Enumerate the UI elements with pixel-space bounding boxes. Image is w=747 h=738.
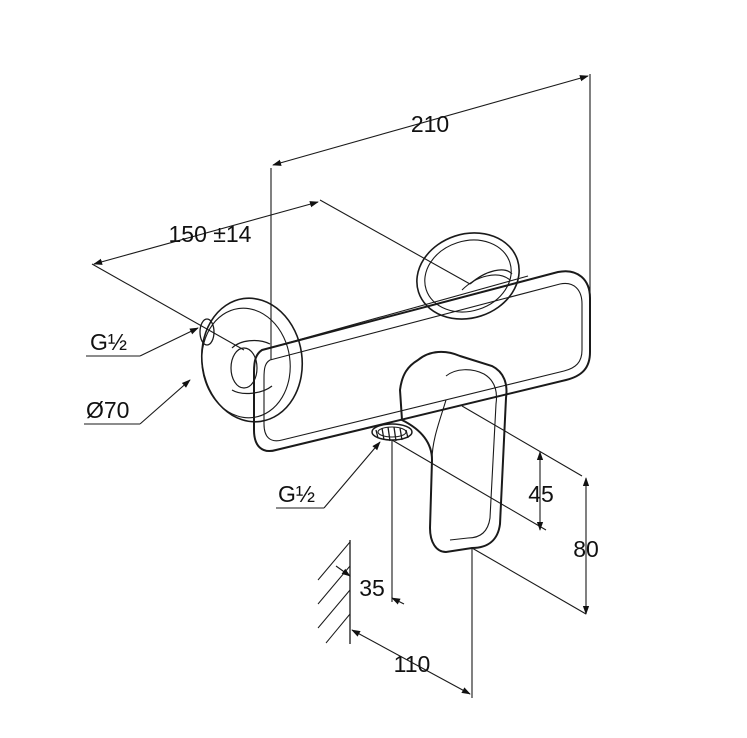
dimension-150: 150 ±14: [91, 199, 471, 351]
left-wall-rosette: [199, 297, 304, 423]
dimension-80: 80: [471, 477, 599, 615]
label-thread-left: G½: [90, 329, 127, 355]
callout-rosette-diameter: Ø70: [84, 379, 191, 425]
wall-section-hatch: [317, 540, 351, 644]
callout-thread-outlet: G½: [276, 441, 381, 509]
label-thread-outlet: G½: [278, 481, 315, 507]
dim-label-45: 45: [528, 481, 554, 507]
dim-label-210: 210: [411, 111, 449, 137]
label-rosette-diameter: Ø70: [86, 397, 129, 423]
dim-label-80: 80: [573, 536, 599, 562]
outlet-thread: [371, 423, 413, 442]
dimension-110: 110: [351, 548, 473, 698]
dimension-35: 35: [335, 440, 405, 605]
right-wall-rosette: [416, 232, 520, 320]
dimension-210: 210: [270, 74, 591, 360]
dim-label-110: 110: [394, 651, 431, 677]
dimension-45: 45: [391, 405, 583, 531]
dim-label-150: 150 ±14: [169, 221, 252, 247]
lever-handle: [398, 350, 508, 554]
dim-label-35: 35: [359, 575, 385, 601]
callout-thread-left: G½: [86, 327, 199, 357]
mixer-body: [253, 270, 591, 452]
